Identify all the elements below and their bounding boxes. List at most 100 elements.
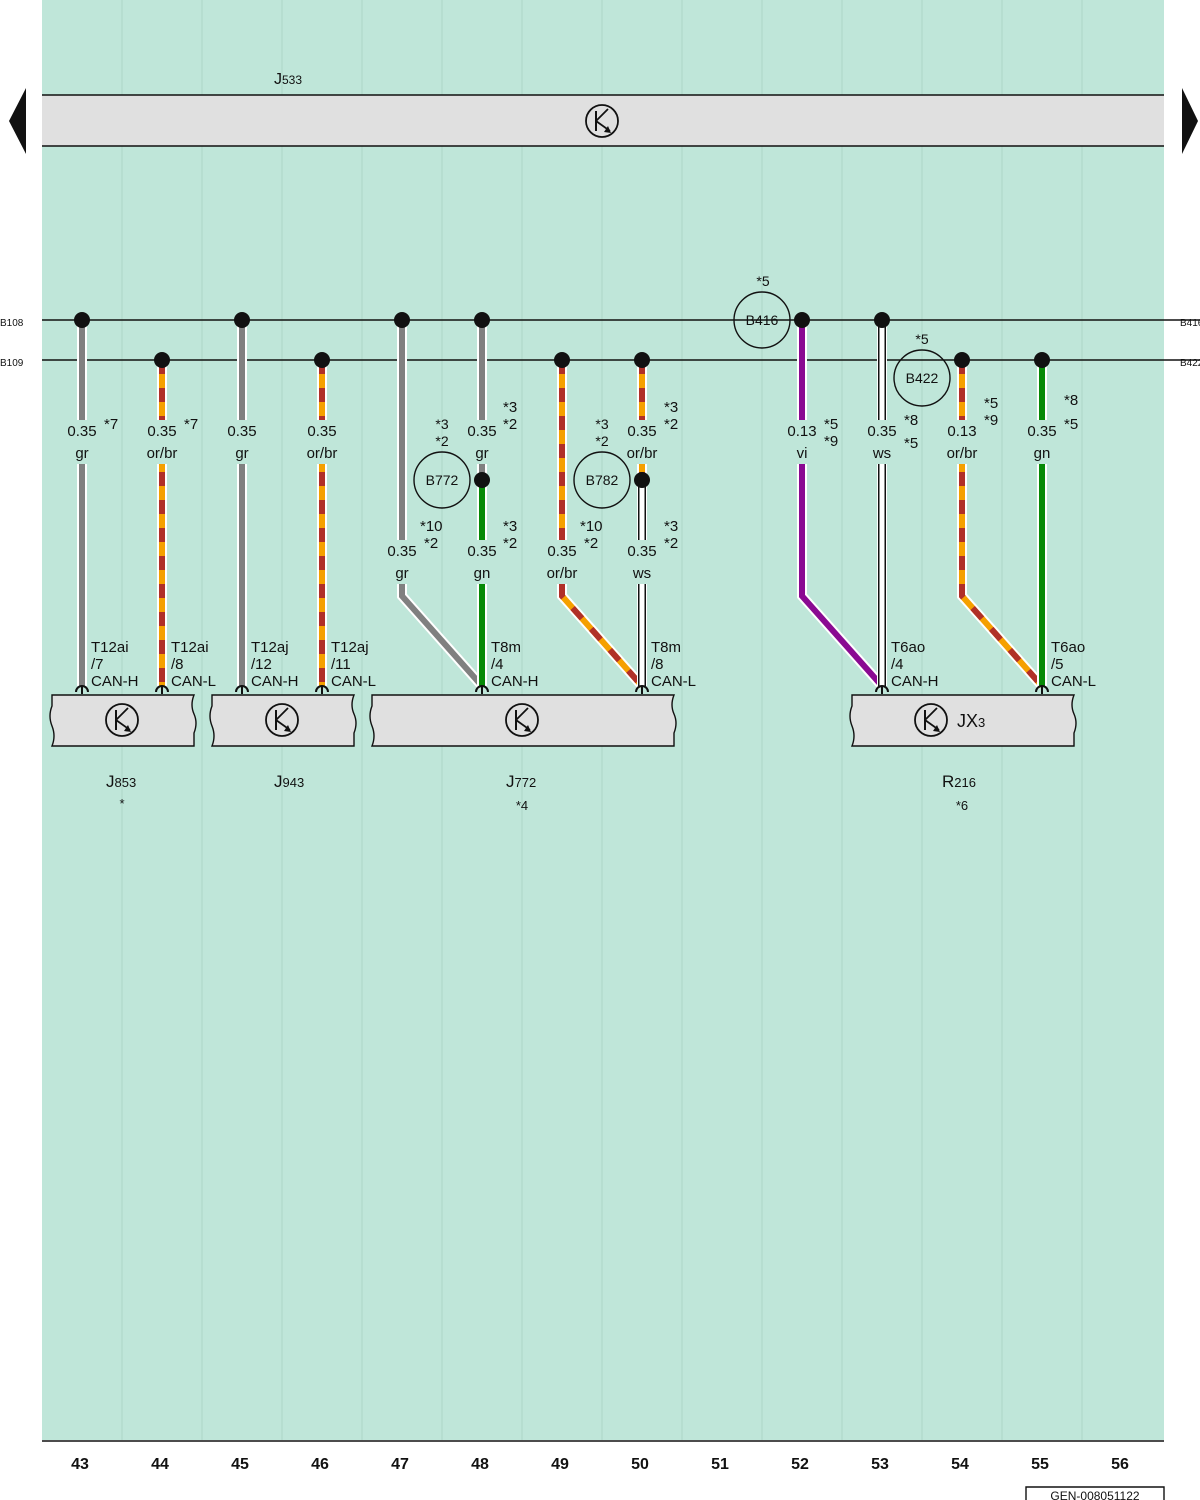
- control-unit-boxes: [49, 694, 1077, 747]
- svg-text:T12aj: T12aj: [331, 639, 369, 656]
- svg-text:CAN-H: CAN-H: [251, 673, 299, 690]
- svg-text:0.35: 0.35: [1027, 423, 1056, 440]
- svg-text:0.13: 0.13: [787, 423, 816, 440]
- document-id-text: GEN-008051122: [1050, 1489, 1140, 1500]
- column-number: 52: [791, 1456, 809, 1473]
- junction-dot: [154, 352, 170, 368]
- wire-label-47: 0.35 gr: [386, 540, 418, 584]
- junction-dot: [794, 312, 810, 328]
- svg-text:vi: vi: [797, 445, 808, 462]
- svg-text:gr: gr: [235, 445, 248, 462]
- svg-text:*3: *3: [503, 518, 517, 535]
- column-number: 55: [1031, 1456, 1049, 1473]
- column-numbers: 43 44 45 46 47 48 49 50 51 52 53 54 55 5…: [71, 1456, 1129, 1473]
- column-number: 45: [231, 1456, 249, 1473]
- svg-text:*2: *2: [503, 416, 517, 433]
- wire-label-background: [306, 420, 338, 464]
- svg-text:gr: gr: [395, 565, 408, 582]
- wire-label-background: [866, 420, 898, 464]
- wire-label-background: [626, 420, 658, 464]
- wire-52: [799, 320, 885, 688]
- svg-text:T6ao: T6ao: [891, 639, 925, 656]
- svg-text:0.35: 0.35: [307, 423, 336, 440]
- splice-b772: B772 *3 *2: [413, 416, 471, 509]
- svg-text:*5: *5: [1064, 416, 1078, 433]
- svg-text:0.35: 0.35: [67, 423, 96, 440]
- transistor-symbol-icon: [914, 703, 948, 737]
- wire-label-background: [466, 420, 498, 464]
- unit-box-j943: [209, 694, 357, 747]
- pin-terminal-icon: [315, 685, 329, 694]
- pin-terminal-icon: [875, 685, 889, 694]
- pin-terminal-icon: [475, 685, 489, 694]
- wire-47: [399, 320, 485, 688]
- column-number: 46: [311, 1456, 329, 1473]
- wire-label-background: [146, 420, 178, 464]
- unit-box-j853: [49, 694, 197, 747]
- wire-label-background: [466, 540, 498, 584]
- junction-dots: [74, 312, 1050, 488]
- svg-text:or/br: or/br: [627, 445, 658, 462]
- svg-text:*8: *8: [1064, 392, 1078, 409]
- column-number: 50: [631, 1456, 649, 1473]
- svg-text:/4: /4: [491, 656, 504, 673]
- pin-terminals: [75, 685, 1049, 694]
- junction-dot: [314, 352, 330, 368]
- svg-text:0.35: 0.35: [227, 423, 256, 440]
- option-note: *2: [435, 433, 448, 449]
- svg-text:gn: gn: [474, 565, 491, 582]
- svg-text:/12: /12: [251, 656, 272, 673]
- pin-terminal-icon: [155, 685, 169, 694]
- svg-text:*2: *2: [664, 535, 678, 552]
- svg-text:*2: *2: [503, 535, 517, 552]
- svg-text:or/br: or/br: [547, 565, 578, 582]
- splice-b422: B422 *5: [893, 331, 951, 407]
- svg-text:*2: *2: [664, 416, 678, 433]
- column-number: 47: [391, 1456, 409, 1473]
- junction-dot: [394, 312, 410, 328]
- svg-text:0.35: 0.35: [147, 423, 176, 440]
- svg-text:*9: *9: [984, 412, 998, 429]
- column-number: 53: [871, 1456, 889, 1473]
- svg-text:T12aj: T12aj: [251, 639, 289, 656]
- svg-text:*8: *8: [904, 412, 918, 429]
- top-control-unit: J533: [42, 71, 1164, 147]
- unit-labels: J853 * J943 J772 *4 R216 *6: [106, 772, 976, 813]
- junction-dot: [954, 352, 970, 368]
- junction-dot: [874, 312, 890, 328]
- wire-label-background: [546, 540, 578, 584]
- svg-text:T6ao: T6ao: [1051, 639, 1085, 656]
- svg-text:/11: /11: [331, 656, 351, 673]
- svg-text:*3: *3: [664, 399, 678, 416]
- junction-dot: [554, 352, 570, 368]
- next-page-arrow[interactable]: [1182, 88, 1198, 154]
- column-number: 48: [471, 1456, 489, 1473]
- bus-label-b108: B108: [0, 318, 24, 329]
- splice-b416: B416 *5: [733, 273, 791, 349]
- svg-text:ws: ws: [632, 565, 651, 582]
- svg-text:*3: *3: [664, 518, 678, 535]
- previous-page-arrow[interactable]: [9, 88, 26, 154]
- wire-label-background: [786, 420, 818, 464]
- svg-text:CAN-L: CAN-L: [1051, 673, 1096, 690]
- wire-label-background: [626, 540, 658, 584]
- junction-dot: [74, 312, 90, 328]
- svg-text:0.35: 0.35: [387, 543, 416, 560]
- wire-49-stripe: [559, 360, 645, 688]
- column-number: 56: [1111, 1456, 1129, 1473]
